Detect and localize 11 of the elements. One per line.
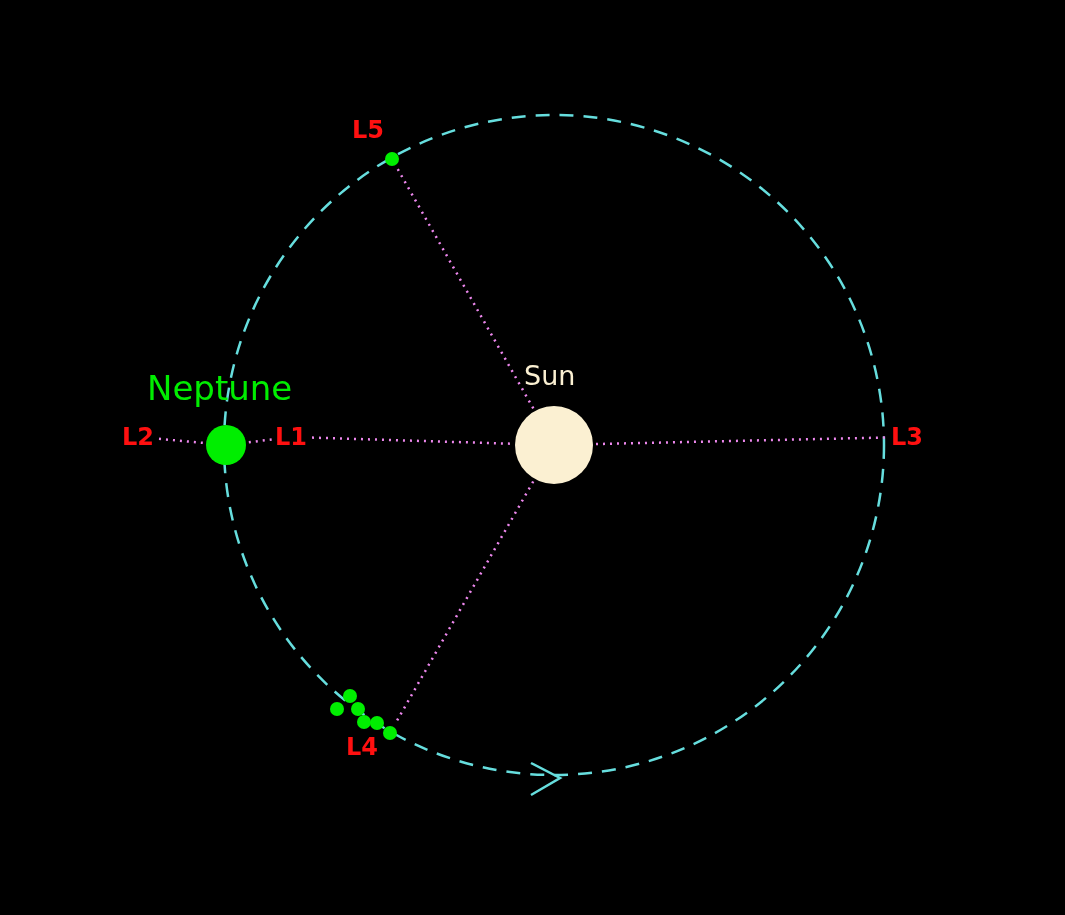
body-label: Sun <box>524 362 576 389</box>
dotted-line <box>248 438 273 444</box>
lagrange-point-label: L4 <box>346 735 378 759</box>
lagrange-point-label: L2 <box>122 425 154 449</box>
dotted-line <box>395 167 535 410</box>
lagrange-point-label: L3 <box>891 425 923 449</box>
dotted-line <box>311 436 513 445</box>
body-label: Neptune <box>147 371 293 405</box>
lagrange-point-label: L1 <box>275 425 307 449</box>
dotted-line <box>158 437 204 445</box>
lagrange-point-label: L5 <box>352 118 384 142</box>
